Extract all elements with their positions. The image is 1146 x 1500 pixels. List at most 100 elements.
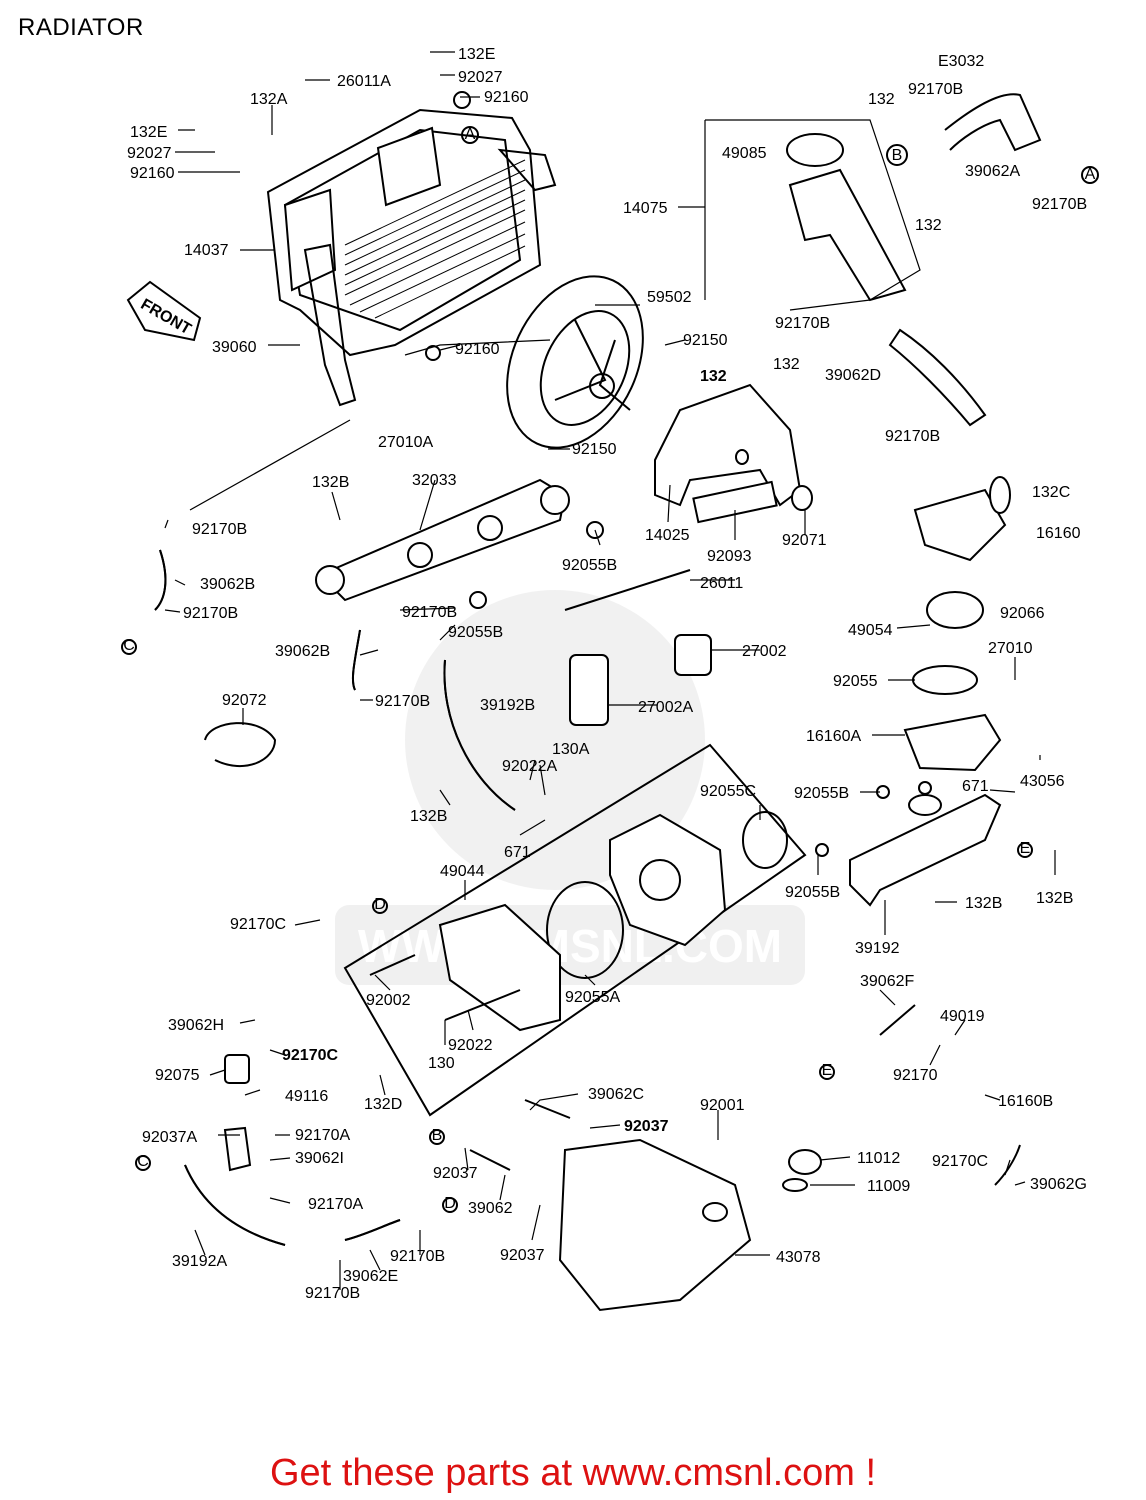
part-label: 92072 bbox=[222, 692, 267, 709]
watermark-text: WWW.CMSNL.COM bbox=[358, 920, 782, 972]
part-label: 132E bbox=[458, 46, 495, 63]
part-label: 130A bbox=[552, 741, 590, 758]
part-label: 92066 bbox=[1000, 605, 1045, 622]
part-label: 132E bbox=[130, 124, 167, 141]
part-label: 59502 bbox=[647, 289, 692, 306]
part-label: 92022A bbox=[502, 758, 557, 775]
part-label: 39062F bbox=[860, 973, 914, 990]
part-label: 92055B bbox=[794, 785, 849, 802]
part-label: 132B bbox=[965, 895, 1002, 912]
reference-callouts: A A B B C C D D E E bbox=[121, 126, 1099, 1213]
part-label: 92160 bbox=[484, 89, 529, 106]
callout-c: C C bbox=[121, 637, 151, 1171]
outlet-pipe bbox=[849, 793, 1002, 907]
svg-text:C: C bbox=[137, 1153, 149, 1170]
part-label: 39062C bbox=[588, 1086, 644, 1103]
part-label: 26011 bbox=[700, 575, 743, 592]
reserve-tank bbox=[558, 1138, 822, 1312]
part-label: 39192B bbox=[480, 697, 535, 714]
part-label: 92002 bbox=[366, 992, 411, 1009]
part-label: 92170B bbox=[192, 521, 247, 538]
part-label: 132B bbox=[410, 808, 447, 825]
svg-text:D: D bbox=[444, 1195, 456, 1212]
part-label: 27002A bbox=[638, 699, 693, 716]
part-label: 92160 bbox=[455, 341, 500, 358]
part-label: 92170C bbox=[282, 1047, 338, 1064]
cooling-fan bbox=[506, 275, 644, 449]
svg-text:D: D bbox=[374, 896, 386, 913]
part-label: 92037A bbox=[142, 1129, 197, 1146]
part-label: 49019 bbox=[940, 1008, 985, 1025]
svg-text:A: A bbox=[465, 126, 476, 143]
part-label: 39062B bbox=[275, 643, 330, 660]
thermostat-housing bbox=[903, 476, 1011, 772]
part-label: 92093 bbox=[707, 548, 752, 565]
part-label: 92170B bbox=[183, 605, 238, 622]
part-label: 92055B bbox=[562, 557, 617, 574]
part-label: 39060 bbox=[212, 339, 257, 356]
part-label: 92037 bbox=[433, 1165, 478, 1182]
part-label: 39062G bbox=[1030, 1176, 1087, 1193]
part-label: 43056 bbox=[1020, 773, 1065, 790]
part-label: 32033 bbox=[412, 472, 457, 489]
part-label: 132 bbox=[915, 217, 942, 234]
part-label: 92001 bbox=[700, 1097, 745, 1114]
part-label: 16160A bbox=[806, 728, 861, 745]
part-label: 49054 bbox=[848, 622, 893, 639]
part-label: 92022 bbox=[448, 1037, 493, 1054]
part-label: 92055 bbox=[833, 673, 878, 690]
misc-parts bbox=[204, 91, 932, 1172]
part-label: 39062D bbox=[825, 367, 881, 384]
part-label: 671 bbox=[962, 778, 989, 795]
filler-neck bbox=[786, 93, 1042, 427]
radiator-core bbox=[266, 108, 557, 407]
part-label: 27010 bbox=[988, 640, 1033, 657]
svg-text:A: A bbox=[1085, 166, 1096, 183]
part-label: 92170B bbox=[908, 81, 963, 98]
part-label: 132A bbox=[250, 91, 288, 108]
svg-text:B: B bbox=[432, 1127, 443, 1144]
part-label: 92160 bbox=[130, 165, 175, 182]
part-label: 39192 bbox=[855, 940, 900, 957]
part-label: 132B bbox=[312, 474, 349, 491]
part-label: 14037 bbox=[184, 242, 229, 259]
part-label: 92170A bbox=[295, 1127, 350, 1144]
part-label: 132C bbox=[1032, 484, 1070, 501]
part-label: 92037 bbox=[500, 1247, 545, 1264]
part-label: 92170B bbox=[885, 428, 940, 445]
part-label: 49044 bbox=[440, 863, 485, 880]
part-label: 92170C bbox=[932, 1153, 988, 1170]
part-labels: 132E 26011A 92027 92160 132A 132E 92027 … bbox=[127, 46, 1087, 1302]
footer-link[interactable]: Get these parts at www.cmsnl.com ! bbox=[269, 1452, 877, 1494]
water-pump bbox=[343, 743, 807, 1117]
part-label: 39062B bbox=[200, 576, 255, 593]
part-label: 92170C bbox=[230, 916, 286, 933]
svg-text:E: E bbox=[822, 1062, 833, 1079]
leader-lines bbox=[164, 51, 1056, 1290]
exploded-parts-diagram: WWW.CMSNL.COM FRONT bbox=[121, 46, 1099, 1312]
page-title: RADIATOR bbox=[18, 14, 144, 41]
part-label: 11012 bbox=[857, 1150, 900, 1167]
svg-text:E: E bbox=[1020, 840, 1031, 857]
callout-d: D D bbox=[372, 896, 458, 1213]
part-label: 92055B bbox=[448, 624, 503, 641]
front-arrow: FRONT bbox=[126, 280, 202, 342]
part-label: 39062 bbox=[468, 1200, 513, 1217]
part-label: 39062A bbox=[965, 163, 1020, 180]
fan-cover bbox=[654, 383, 813, 524]
diagram-code: E3032 bbox=[938, 53, 984, 70]
part-label: 92037 bbox=[624, 1118, 669, 1135]
part-label: 27002 bbox=[742, 643, 787, 660]
part-label: 92170B bbox=[775, 315, 830, 332]
part-label: 92170B bbox=[402, 604, 457, 621]
part-label: 671 bbox=[504, 844, 531, 861]
part-label: 92170B bbox=[1032, 196, 1087, 213]
part-label: 27010A bbox=[378, 434, 433, 451]
callout-a: A A bbox=[461, 126, 1099, 184]
hoses bbox=[154, 549, 1021, 1246]
part-label: 39192A bbox=[172, 1253, 227, 1270]
part-label: 130 bbox=[428, 1055, 455, 1072]
part-label: 132 bbox=[773, 356, 800, 373]
part-label: 49085 bbox=[722, 145, 767, 162]
part-label: 132 bbox=[868, 91, 895, 108]
